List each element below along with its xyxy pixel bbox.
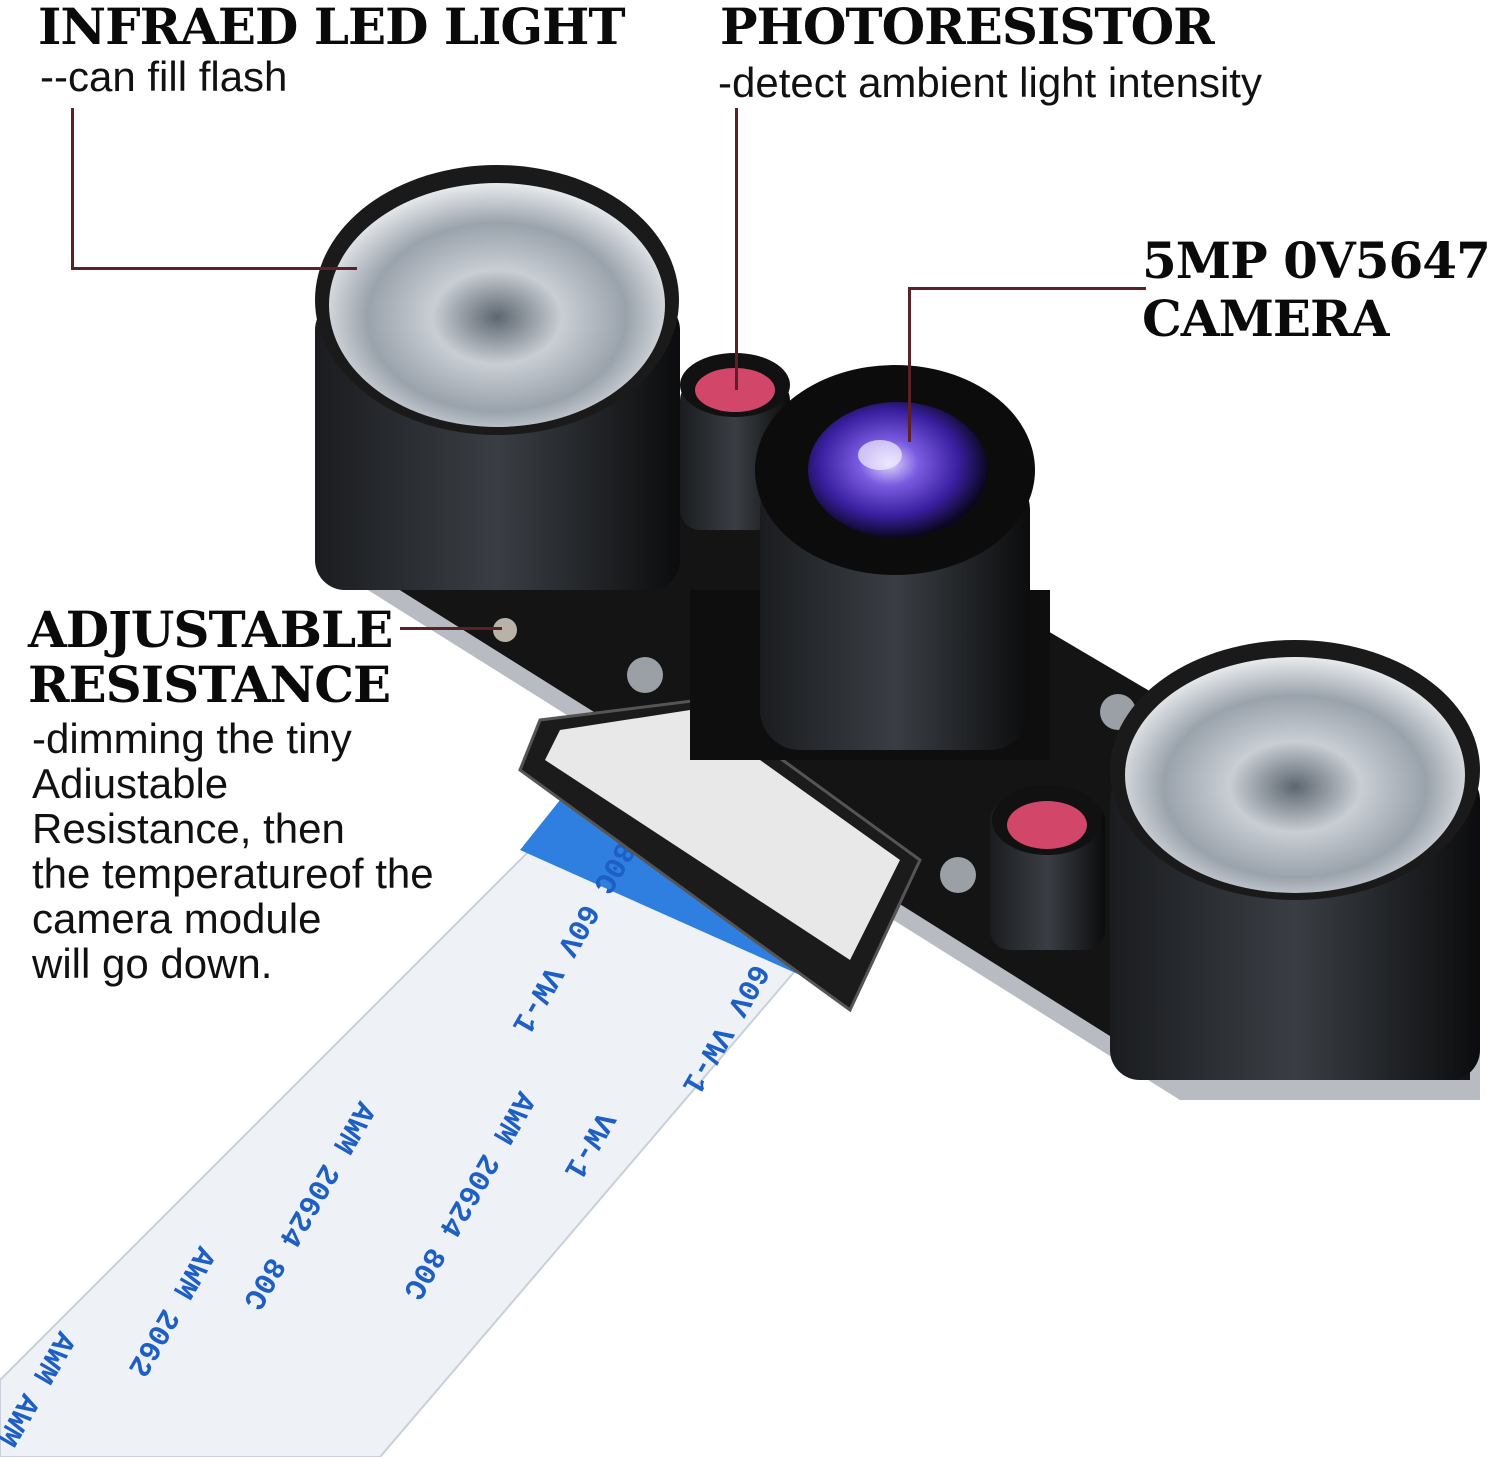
- leader-line-infrared: [71, 108, 74, 270]
- photoresistor-desc: -detect ambient light intensity: [718, 59, 1262, 106]
- resistance-title-line1: ADJUSTABLE: [28, 600, 393, 659]
- resistance-desc-line: the temperatureof the: [32, 850, 434, 897]
- camera-title-line2: CAMERA: [1142, 289, 1389, 348]
- resistance-desc-line: Adiustable: [32, 760, 229, 807]
- adjustable-resistor: [493, 618, 517, 642]
- leader-line-camera: [908, 287, 911, 442]
- resistance-title: ADJUSTABLE RESISTANCE: [28, 600, 393, 714]
- leader-line-resistance: [400, 627, 502, 630]
- resistance-desc-line: -dimming the tiny: [32, 715, 352, 762]
- infrared-led-right: [1110, 640, 1480, 1080]
- resistance-title-line2: RESISTANCE: [28, 655, 391, 714]
- camera-title: 5MP 0V5647 CAMERA: [1142, 231, 1491, 348]
- camera-lens: [690, 365, 1050, 760]
- infrared-led-title: INFRAED LED LIGHT: [38, 0, 626, 56]
- photoresistor-title: PHOTORESISTOR: [720, 0, 1215, 56]
- resistance-desc: -dimming the tiny Adiustable Resistance,…: [32, 716, 434, 986]
- resistance-desc-line: Resistance, then: [32, 805, 345, 852]
- camera-title-line1: 5MP 0V5647: [1142, 231, 1491, 290]
- resistance-desc-line: will go down.: [32, 940, 273, 987]
- resistance-desc-line: camera module: [32, 895, 322, 942]
- infrared-led-desc: --can fill flash: [40, 53, 288, 100]
- infrared-led-left: [315, 165, 680, 590]
- leader-line-infrared: [71, 267, 357, 270]
- ribbon-cable: 80C 60V VW-1 80C 60V VW-1 VW-1 AWM 20624…: [0, 800, 840, 1457]
- photoresistor-bottom: [990, 785, 1105, 950]
- leader-line-camera: [908, 287, 1146, 290]
- leader-line-photoresistor: [735, 108, 738, 390]
